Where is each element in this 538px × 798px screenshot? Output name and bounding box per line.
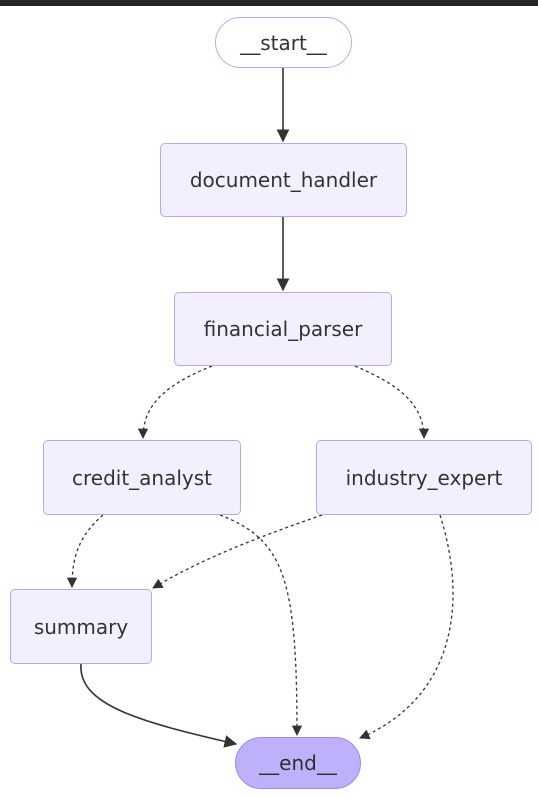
node-credit-analyst[interactable]: credit_analyst bbox=[43, 440, 241, 515]
node-industry-expert[interactable]: industry_expert bbox=[316, 440, 532, 515]
top-bar bbox=[0, 0, 538, 6]
node-end[interactable]: __end__ bbox=[235, 737, 361, 789]
edge-financial-parser-industry-expert bbox=[354, 365, 430, 440]
edge-credit-analyst-summary bbox=[66, 514, 104, 589]
edge-credit-analyst-end bbox=[219, 514, 303, 737]
node-document-handler[interactable]: document_handler bbox=[160, 143, 407, 217]
edge-summary-end bbox=[80, 663, 238, 748]
edge-industry-expert-end bbox=[359, 514, 454, 740]
node-start[interactable]: __start__ bbox=[215, 17, 352, 68]
node-summary[interactable]: summary bbox=[10, 589, 152, 664]
edge-financial-parser-credit-analyst bbox=[137, 365, 213, 440]
edge-industry-expert-summary bbox=[152, 514, 323, 589]
node-financial-parser[interactable]: financial_parser bbox=[174, 292, 392, 366]
